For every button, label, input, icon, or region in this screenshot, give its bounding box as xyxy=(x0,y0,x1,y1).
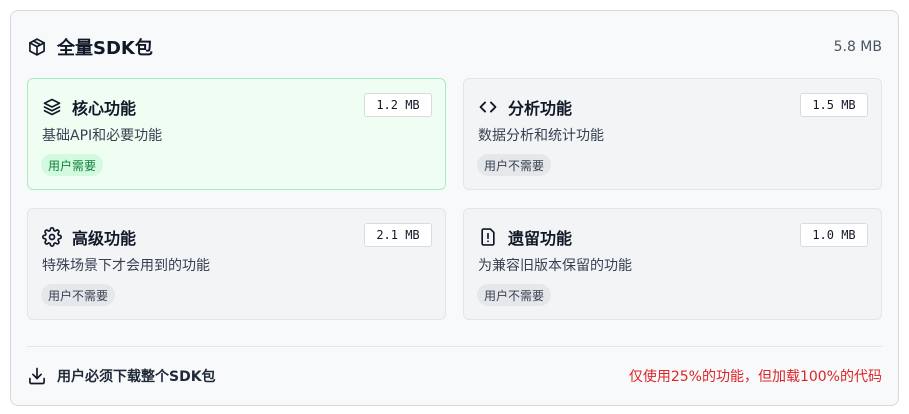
usage-warning: 仅使用25%的功能，但加载100%的代码 xyxy=(628,369,882,385)
panel-title: 全量SDK包 xyxy=(57,38,153,59)
module-title: 高级功能 xyxy=(72,229,137,248)
module-card-header: 遗留功能 xyxy=(478,225,572,249)
panel-title-group: 全量SDK包 xyxy=(27,34,153,60)
package-icon xyxy=(27,37,47,57)
module-card-advanced[interactable]: 高级功能 2.1 MB 特殊场景下才会用到的功能 用户不需要 xyxy=(27,208,446,320)
layers-icon xyxy=(42,97,62,117)
code-icon xyxy=(478,97,498,117)
panel-footer: 用户必须下载整个SDK包 仅使用25%的功能，但加载100%的代码 xyxy=(27,364,882,388)
gear-icon xyxy=(42,227,62,247)
status-badge: 用户不需要 xyxy=(477,154,552,176)
module-grid: 核心功能 1.2 MB 基础API和必要功能 用户需要 分析功能 1.5 MB … xyxy=(27,78,882,320)
sdk-package-panel: 全量SDK包 5.8 MB 核心功能 1.2 MB 基础API和必要功能 用户需… xyxy=(10,10,899,406)
alert-file-icon xyxy=(478,227,498,247)
module-size: 2.1 MB xyxy=(364,223,432,247)
module-title: 遗留功能 xyxy=(508,229,573,248)
module-card-core[interactable]: 核心功能 1.2 MB 基础API和必要功能 用户需要 xyxy=(27,78,446,190)
module-title: 核心功能 xyxy=(72,99,137,118)
module-description: 数据分析和统计功能 xyxy=(478,128,604,144)
module-description: 基础API和必要功能 xyxy=(42,128,163,144)
download-icon xyxy=(27,366,47,386)
total-size: 5.8 MB xyxy=(833,39,882,55)
module-card-legacy[interactable]: 遗留功能 1.0 MB 为兼容旧版本保留的功能 用户不需要 xyxy=(463,208,882,320)
module-description: 为兼容旧版本保留的功能 xyxy=(478,258,632,274)
footer-text: 用户必须下载整个SDK包 xyxy=(57,369,216,385)
status-badge: 用户不需要 xyxy=(477,284,552,306)
module-description: 特殊场景下才会用到的功能 xyxy=(42,258,210,274)
status-badge: 用户不需要 xyxy=(41,284,116,306)
footer-download-note: 用户必须下载整个SDK包 xyxy=(27,366,216,386)
module-title: 分析功能 xyxy=(508,99,573,118)
module-card-header: 高级功能 xyxy=(42,225,136,249)
module-card-header: 分析功能 xyxy=(478,95,572,119)
status-badge: 用户需要 xyxy=(41,154,104,176)
module-card-analytics[interactable]: 分析功能 1.5 MB 数据分析和统计功能 用户不需要 xyxy=(463,78,882,190)
panel-header: 全量SDK包 5.8 MB xyxy=(27,33,882,61)
module-size: 1.5 MB xyxy=(800,93,868,117)
divider xyxy=(27,346,882,347)
module-card-header: 核心功能 xyxy=(42,95,136,119)
module-size: 1.2 MB xyxy=(364,93,432,117)
module-size: 1.0 MB xyxy=(800,223,868,247)
